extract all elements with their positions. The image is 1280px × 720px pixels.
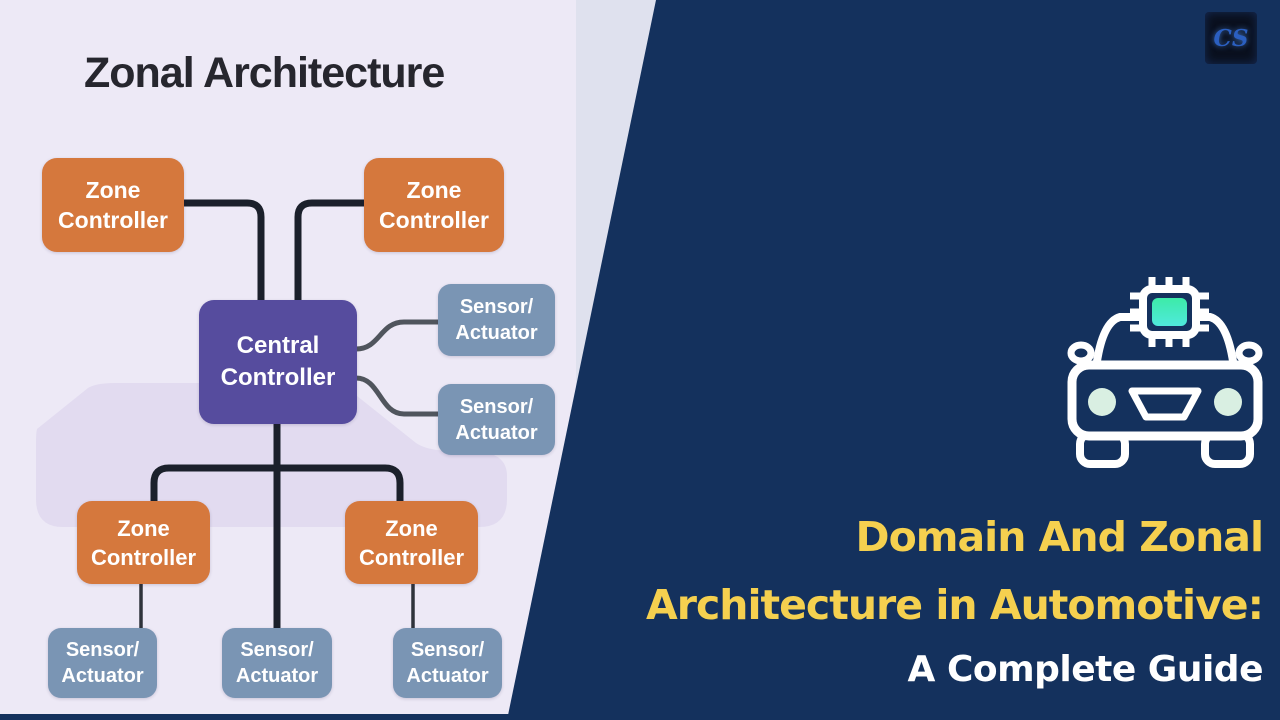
node-zone-controller-bottom-right: Zone Controller xyxy=(345,501,478,584)
node-label-line1: Sensor/ xyxy=(459,395,534,418)
car-grille xyxy=(1128,387,1202,421)
bottom-accent-bar xyxy=(0,714,1280,720)
node-zone-controller-top-right: Zone Controller xyxy=(364,158,504,252)
node-sensor-actuator-bottom-left: Sensor/ Actuator xyxy=(48,628,157,698)
node-label-line2: Actuator xyxy=(235,665,319,687)
bus-line-top-right xyxy=(294,199,365,301)
node-label-line2: Controller xyxy=(90,544,197,570)
node-sensor-actuator-right-bottom: Sensor/ Actuator xyxy=(438,384,555,455)
node-label-line1: Zone xyxy=(406,177,462,203)
node-zone-controller-top-left: Zone Controller xyxy=(42,158,184,252)
car-mirror-right xyxy=(1235,341,1263,365)
branch-line-sensor-bottom xyxy=(355,375,439,417)
car-headlight-right xyxy=(1214,388,1242,416)
headline-block: Domain And Zonal Architecture in Automot… xyxy=(503,503,1264,701)
node-label-line2: Actuator xyxy=(455,322,538,344)
car-mirror-left xyxy=(1067,341,1095,365)
node-label-line2: Actuator xyxy=(61,665,144,687)
node-zone-controller-bottom-left: Zone Controller xyxy=(77,501,210,584)
node-label-line1: Sensor/ xyxy=(240,639,314,661)
diagram-panel: Zonal Architecture Zone Controller Zone xyxy=(0,0,576,720)
node-sensor-actuator-bottom-right: Sensor/ Actuator xyxy=(393,628,502,698)
connector-lines xyxy=(139,199,439,629)
bus-line-bottom-branch xyxy=(150,464,404,502)
diagram-title: Zonal Architecture xyxy=(84,49,445,97)
chip-core xyxy=(1152,298,1187,326)
logo-text: CS xyxy=(1213,24,1249,52)
car-body-outline xyxy=(1067,360,1263,441)
node-sensor-actuator-bottom-center: Sensor/ Actuator xyxy=(222,628,332,698)
node-label-line2: Actuator xyxy=(455,421,538,444)
node-label-line2: Controller xyxy=(220,364,336,391)
car-chip-icon xyxy=(1067,277,1263,468)
node-central-controller: Central Controller xyxy=(199,300,357,424)
node-label-line1: Sensor/ xyxy=(65,639,140,661)
headline-line-2: Architecture in Automotive: xyxy=(646,581,1264,629)
node-label-line1: Central xyxy=(236,332,320,359)
node-label-line2: Controller xyxy=(358,544,465,570)
node-label-line1: Zone xyxy=(85,177,141,203)
headline-line-1: Domain And Zonal xyxy=(855,513,1264,561)
subtitle: A Complete Guide xyxy=(907,649,1264,690)
bus-line-top-left xyxy=(182,199,265,301)
node-label-line2: Actuator xyxy=(406,665,489,687)
node-label-line2: Controller xyxy=(379,207,489,233)
node-label-line1: Sensor/ xyxy=(459,296,534,318)
node-label-line1: Zone xyxy=(117,515,170,541)
branch-line-sensor-top xyxy=(355,319,439,352)
car-headlight-left xyxy=(1088,388,1116,416)
node-sensor-actuator-right-top: Sensor/ Actuator xyxy=(438,284,555,356)
node-label-line2: Controller xyxy=(58,207,168,233)
brand-logo: CS xyxy=(1205,12,1257,64)
node-label-line1: Zone xyxy=(385,515,438,541)
node-label-line1: Sensor/ xyxy=(410,639,485,661)
